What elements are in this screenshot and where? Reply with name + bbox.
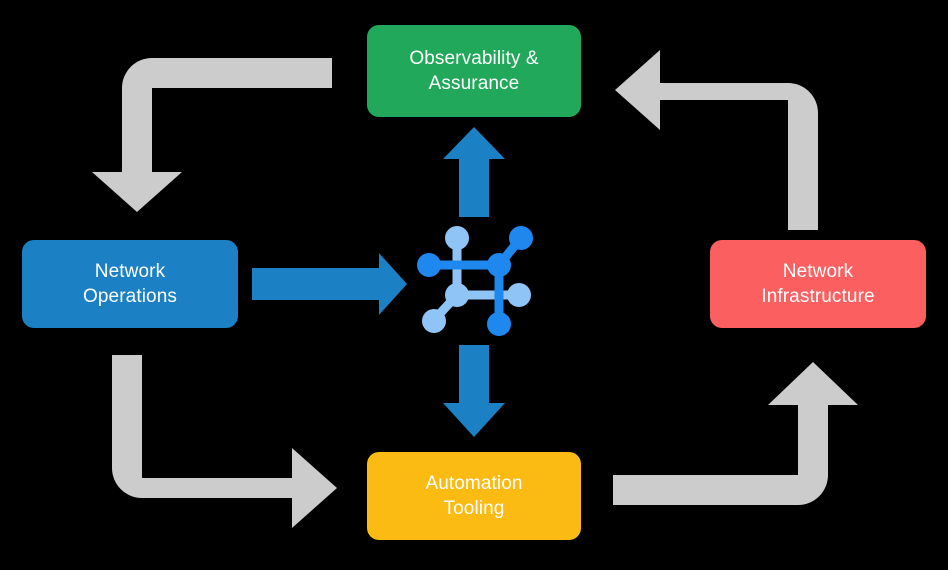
connector-operations-to-center (252, 253, 407, 315)
node-automation-tooling[interactable]: Automation Tooling (367, 452, 581, 540)
network-topology-icon (417, 226, 533, 336)
connector-automation-to-infrastructure (613, 362, 858, 505)
node-automation-tooling-label: Automation Tooling (425, 472, 523, 519)
node-network-operations-label: Network Operations (83, 260, 177, 307)
node-observability-label: Observability & Assurance (409, 47, 539, 94)
connector-center-to-observability (443, 127, 505, 217)
connector-infrastructure-to-observability (615, 50, 818, 230)
node-network-operations[interactable]: Network Operations (22, 240, 238, 328)
node-network-infrastructure-label: Network Infrastructure (761, 260, 875, 307)
connector-operations-to-automation (112, 355, 337, 528)
connector-center-to-automation (443, 345, 505, 437)
node-network-infrastructure[interactable]: Network Infrastructure (710, 240, 926, 328)
node-observability-and-assurance[interactable]: Observability & Assurance (367, 25, 581, 117)
connector-observability-to-operations (92, 58, 332, 212)
